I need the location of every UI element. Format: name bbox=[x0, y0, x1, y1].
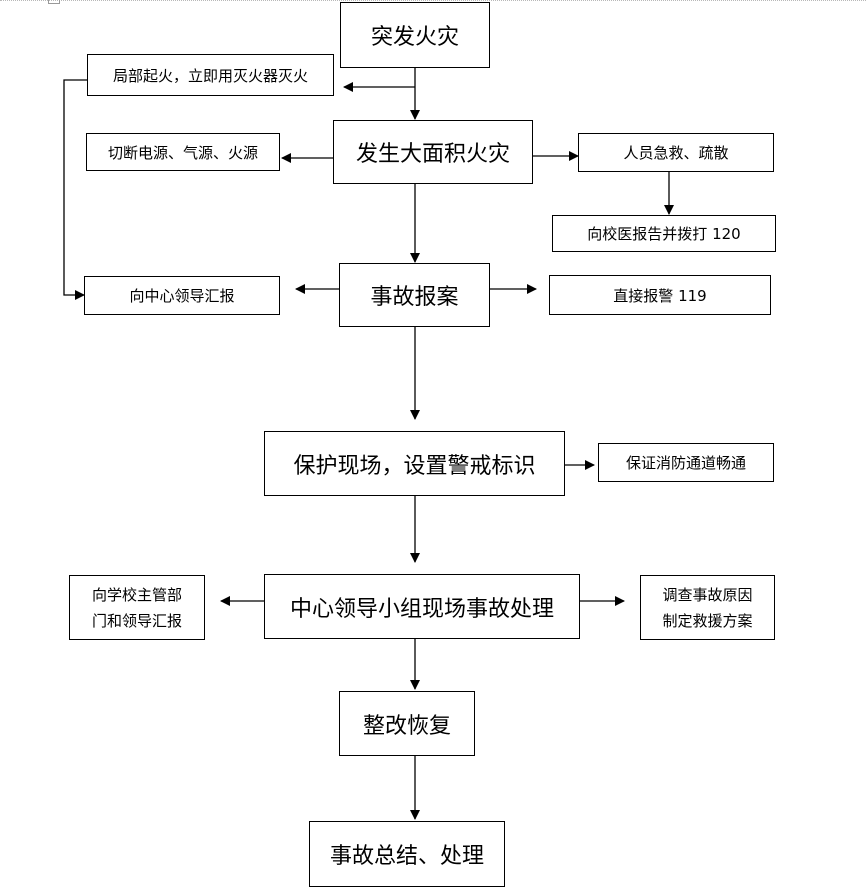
node-evacuate: 人员急救、疏散 bbox=[578, 133, 774, 172]
node-rectify: 整改恢复 bbox=[339, 691, 475, 756]
node-investigate: 调查事故原因 制定救援方案 bbox=[640, 575, 775, 640]
node-report-center: 向中心领导汇报 bbox=[84, 276, 280, 315]
node-large-fire: 发生大面积火灾 bbox=[333, 120, 533, 184]
node-protect-scene: 保护现场，设置警戒标识 bbox=[264, 431, 565, 496]
page-top-border bbox=[0, 0, 866, 3]
node-cut-power-label: 切断电源、气源、火源 bbox=[107, 143, 258, 162]
node-report-dept-line1: 向学校主管部 bbox=[91, 585, 182, 604]
node-report-case-label: 事故报案 bbox=[370, 285, 459, 310]
page-corner-mark bbox=[48, 0, 60, 4]
node-report-center-label: 向中心领导汇报 bbox=[129, 287, 235, 305]
node-report-case: 事故报案 bbox=[339, 263, 490, 327]
node-report-dept: 向学校主管部 门和领导汇报 bbox=[69, 575, 205, 640]
arrow-local-fire-to-report-center bbox=[63, 79, 87, 300]
node-call-119-label: 直接报警 119 bbox=[613, 286, 707, 305]
node-local-fire: 局部起火，立即用灭火器灭火 bbox=[87, 54, 334, 96]
node-sudden-fire: 突发火灾 bbox=[340, 2, 490, 68]
node-investigate-line1: 调查事故原因 bbox=[662, 585, 753, 604]
node-protect-scene-label: 保护现场，设置警戒标识 bbox=[293, 453, 536, 479]
node-summary: 事故总结、处理 bbox=[309, 821, 505, 887]
node-evacuate-label: 人员急救、疏散 bbox=[623, 144, 729, 162]
node-summary-label: 事故总结、处理 bbox=[329, 844, 484, 869]
node-investigate-line2: 制定救援方案 bbox=[662, 611, 753, 630]
node-fire-access-label: 保证消防通道畅通 bbox=[625, 454, 746, 472]
node-local-fire-label: 局部起火，立即用灭火器灭火 bbox=[112, 66, 308, 85]
node-large-fire-label: 发生大面积火灾 bbox=[355, 142, 510, 167]
node-call-119: 直接报警 119 bbox=[549, 275, 771, 315]
node-center-handle: 中心领导小组现场事故处理 bbox=[264, 574, 580, 639]
node-fire-access: 保证消防通道畅通 bbox=[598, 443, 774, 482]
node-report-school-doctor: 向校医报告并拨打 120 bbox=[552, 215, 776, 252]
node-rectify-label: 整改恢复 bbox=[362, 713, 451, 739]
node-center-handle-label: 中心领导小组现场事故处理 bbox=[289, 596, 554, 622]
node-cut-power: 切断电源、气源、火源 bbox=[86, 133, 280, 171]
node-sudden-fire-label: 突发火灾 bbox=[370, 25, 459, 50]
node-report-dept-line2: 门和领导汇报 bbox=[91, 611, 182, 630]
node-report-school-doctor-label: 向校医报告并拨打 120 bbox=[587, 225, 741, 243]
